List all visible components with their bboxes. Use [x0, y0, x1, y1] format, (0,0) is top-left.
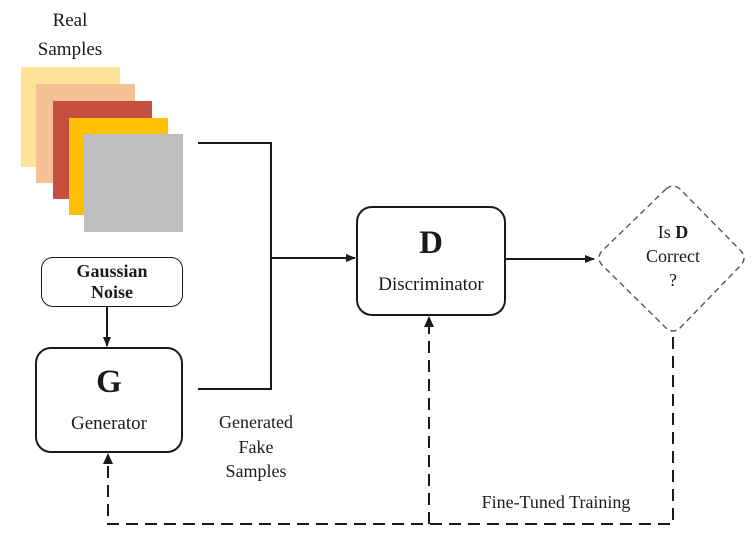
generator-name: Generator [71, 412, 147, 434]
generated-fake-samples-line1: Generated [219, 412, 293, 432]
real-samples-stack [21, 67, 183, 232]
generated-fake-samples-label: Generated Fake Samples [196, 410, 316, 484]
feedback-generator-arrowhead [103, 453, 113, 464]
real-samples-label-line2: Samples [37, 39, 103, 60]
generator-box: G Generator [35, 347, 183, 453]
decision-text: Is D Correct ? [623, 220, 723, 292]
gaussian-noise-line2: Noise [91, 282, 133, 302]
generated-fake-samples-line2: Fake [238, 436, 274, 457]
decision-diamond [598, 185, 745, 332]
decision-prefix: Is [657, 222, 676, 242]
decision-line2: Correct [646, 246, 700, 266]
discriminator-name: Discriminator [378, 273, 484, 295]
decision-line3: ? [669, 270, 677, 290]
generated-fake-samples-line3: Samples [225, 461, 287, 481]
feedback-loop-path [107, 337, 674, 525]
discriminator-symbol: D [419, 224, 443, 261]
real-sample-5 [84, 134, 183, 232]
feedback-discriminator-arrowhead [424, 316, 434, 327]
discriminator-box: D Discriminator [356, 206, 506, 316]
fine-tuned-training-label: Fine-Tuned Training [481, 492, 631, 512]
generator-symbol: G [96, 363, 122, 400]
decision-symbol: D [675, 222, 689, 242]
gaussian-noise-line1: Gaussian [76, 261, 148, 281]
decision-line1: Is D [623, 220, 723, 244]
real-samples-label: Real Samples [20, 6, 120, 64]
gaussian-noise-box: Gaussian Noise [41, 257, 183, 307]
real-samples-connector [198, 142, 272, 390]
real-samples-label-line1: Real [52, 10, 88, 31]
